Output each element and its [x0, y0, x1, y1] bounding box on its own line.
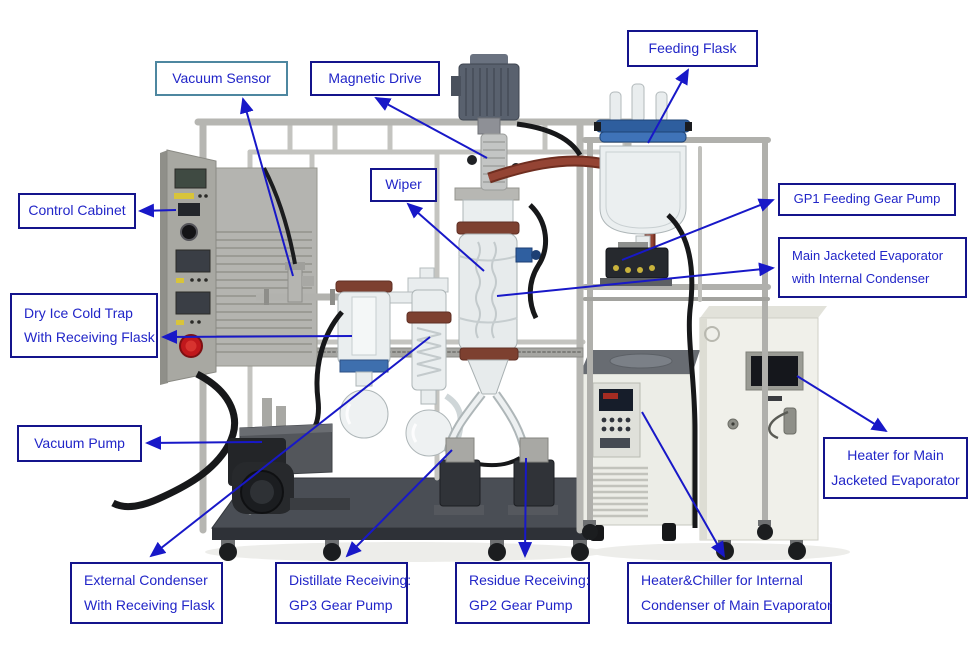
label-external-condenser: External Condenser With Receiving Flask [70, 562, 223, 624]
label-heater-main-line1: Heater for Main [847, 447, 944, 464]
label-gp1-text: GP1 Feeding Gear Pump [793, 191, 941, 207]
label-residue-line1: Residue Receiving: [469, 572, 590, 589]
chiller-unit [579, 350, 700, 541]
arrow-control-cabinet [138, 203, 177, 218]
label-feeding-flask: Feeding Flask [627, 30, 758, 67]
vacuum-sensor-assembly [256, 167, 348, 305]
heater-unit [699, 306, 827, 560]
gp3-pump [434, 437, 484, 515]
arrow-main-evaporator [496, 262, 775, 297]
label-residue-line2: GP2 Gear Pump [469, 596, 573, 613]
arrow-heater-main [796, 375, 888, 433]
feeding-flask [594, 83, 692, 286]
label-dry-ice-line1: Dry Ice Cold Trap [24, 304, 133, 321]
label-vacuum-sensor-text: Vacuum Sensor [172, 69, 271, 86]
label-distillate-line2: GP3 Gear Pump [289, 596, 393, 613]
floor-shadows [205, 542, 850, 562]
label-magnetic-drive-text: Magnetic Drive [328, 69, 422, 86]
gp2-pump [508, 437, 558, 515]
label-vacuum-pump-text: Vacuum Pump [34, 434, 125, 451]
arrow-heater-chiller [641, 411, 725, 558]
arrow-residue-receiving [518, 457, 533, 558]
label-external-condenser-line1: External Condenser [84, 572, 208, 589]
trolley-platform [211, 477, 599, 561]
arrow-feeding-flask [647, 68, 689, 144]
label-external-condenser-line2: With Receiving Flask [84, 596, 215, 613]
arrow-distillate-receiving [345, 449, 453, 558]
label-vacuum-sensor: Vacuum Sensor [155, 61, 288, 96]
label-main-evaporator-line1: Main Jacketed Evaporator [792, 247, 944, 263]
arrow-magnetic-drive [374, 97, 488, 159]
arrow-dry-ice-cold-trap [161, 329, 353, 344]
label-heater-main: Heater for Main Jacketed Evaporator [823, 437, 968, 499]
label-residue-receiving: Residue Receiving: GP2 Gear Pump [455, 562, 590, 624]
label-feeding-flask-text: Feeding Flask [648, 39, 737, 56]
label-main-evaporator-line2: with Internal Condenser [792, 271, 930, 286]
label-gp1-feeding-gear-pump: GP1 Feeding Gear Pump [778, 183, 956, 216]
label-vacuum-pump: Vacuum Pump [17, 425, 142, 462]
arrow-wiper [406, 202, 485, 272]
arrow-vacuum-pump [145, 435, 263, 450]
label-control-cabinet-text: Control Cabinet [28, 202, 126, 219]
label-dry-ice-line2: With Receiving Flask [24, 329, 155, 345]
arrow-external-condenser [149, 336, 431, 558]
arrow-vacuum-sensor [240, 97, 294, 277]
vacuum-pump [228, 398, 350, 514]
label-distillate-line1: Distillate Receiving: [289, 572, 412, 589]
external-condenser [405, 267, 464, 457]
label-dry-ice-cold-trap: Dry Ice Cold Trap With Receiving Flask [10, 293, 158, 358]
label-wiper: Wiper [370, 168, 437, 202]
label-control-cabinet: Control Cabinet [18, 193, 136, 229]
arrow-gp1-pump [621, 198, 775, 261]
label-heater-chiller-line1: Heater&Chiller for Internal [641, 572, 803, 589]
magnetic-drive-motor [451, 54, 521, 191]
label-distillate-receiving: Distillate Receiving: GP3 Gear Pump [275, 562, 412, 624]
label-heater-chiller: Heater&Chiller for Internal Condenser of… [627, 562, 832, 624]
label-heater-main-line2: Jacketed Evaporator [831, 471, 960, 488]
dry-ice-cold-trap [335, 280, 417, 439]
label-main-jacketed-evaporator: Main Jacketed Evaporator with Internal C… [778, 237, 967, 298]
label-magnetic-drive: Magnetic Drive [310, 61, 440, 96]
annotation-arrows [138, 68, 888, 558]
label-heater-chiller-line2: Condenser of Main Evaporator [641, 596, 832, 613]
label-wiper-text: Wiper [385, 176, 422, 193]
